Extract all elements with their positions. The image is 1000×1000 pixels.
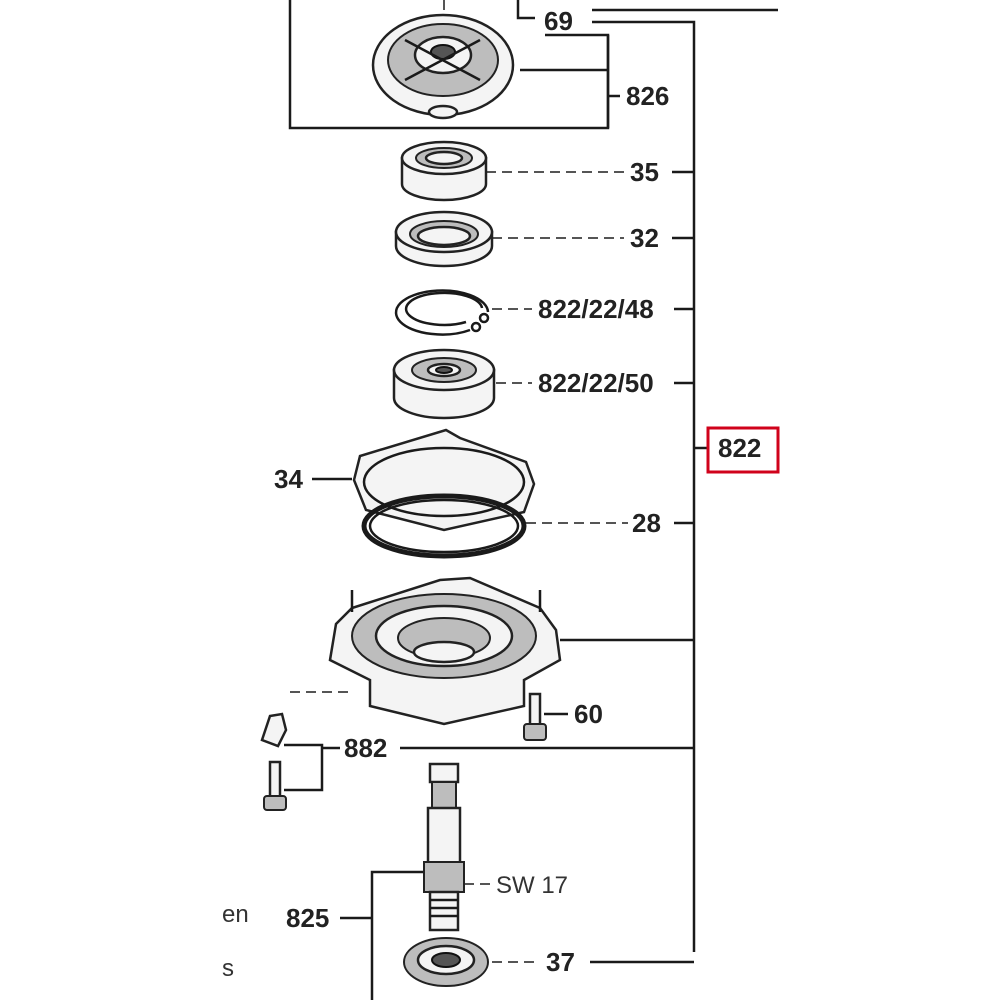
- dashed-leaders: [290, 0, 628, 963]
- text-fragment-en: en: [222, 901, 249, 928]
- seal-ring-32: [394, 210, 494, 268]
- bevel-gear-826: [371, 13, 515, 120]
- label-825: 825: [286, 903, 329, 933]
- gear-flange-housing: [328, 576, 562, 726]
- label-822-22-48: 822/22/48: [538, 294, 654, 324]
- guard-ring-34: [352, 428, 536, 532]
- circlip-822-22-48: [394, 289, 490, 336]
- text-fragment-s: s: [222, 955, 234, 982]
- o-ring-28: [361, 493, 527, 559]
- leader-lines: [284, 0, 778, 1000]
- label-32: 32: [630, 223, 659, 253]
- label-69: 69: [544, 6, 573, 36]
- label-sw17: SW 17: [496, 872, 568, 899]
- label-37: 37: [546, 947, 575, 977]
- label-822-22-50: 822/22/50: [538, 368, 654, 398]
- screw-60: [523, 692, 547, 741]
- bearing-37: [403, 937, 489, 987]
- label-826: 826: [626, 81, 669, 111]
- label-35: 35: [630, 157, 659, 187]
- part-labels: 69 826 35 32 822/22/48 822/22/50 822 34 …: [222, 6, 761, 982]
- lever-and-screw-882: [260, 712, 288, 811]
- label-882: 882: [344, 733, 387, 763]
- needle-bearing-35: [400, 140, 488, 202]
- label-60: 60: [574, 699, 603, 729]
- highlight-box-822: [706, 426, 780, 474]
- label-34: 34: [274, 464, 303, 494]
- label-822: 822: [718, 433, 761, 463]
- spindle-825: [423, 762, 465, 932]
- ball-bearing-822-22-50: [392, 348, 496, 420]
- label-28: 28: [632, 508, 661, 538]
